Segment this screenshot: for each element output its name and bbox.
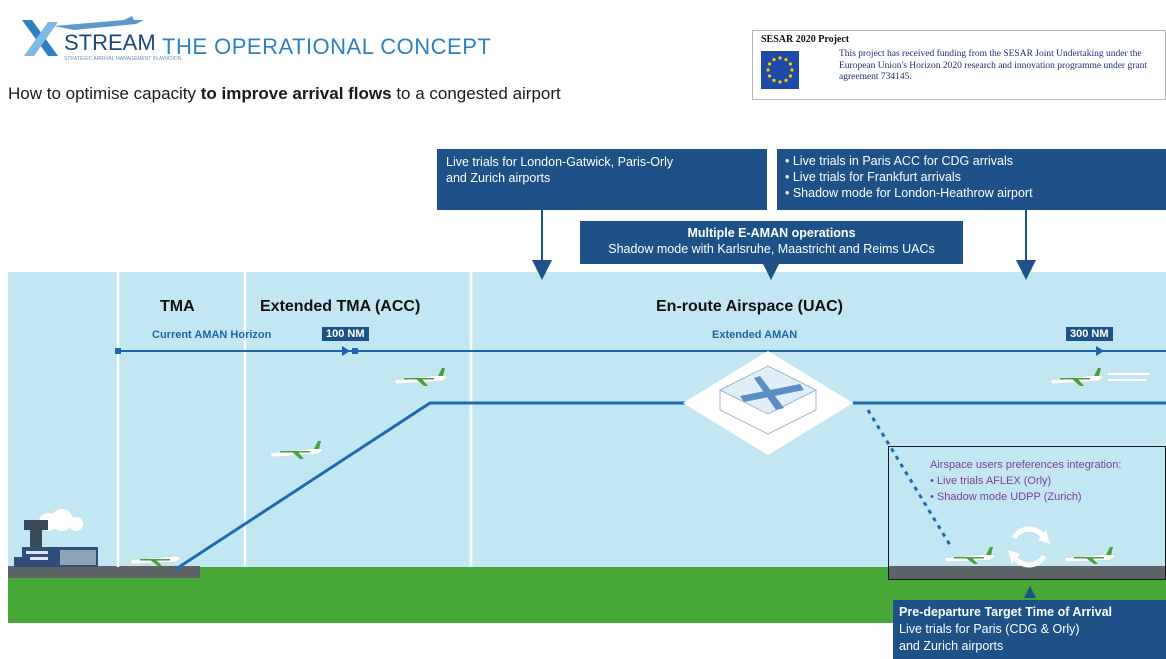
stream-logo-mark (22, 16, 144, 56)
preferences-item2: • Shadow mode UDPP (Zurich) (930, 491, 1082, 503)
plane-icon (129, 555, 183, 566)
sky-area (8, 272, 1166, 567)
callout-ptta: Pre-departure Target Time of Arrival Liv… (893, 600, 1166, 659)
horizon-start-marker (115, 348, 121, 354)
subtitle-bold: to improve arrival flows (200, 84, 392, 103)
funding-title: SESAR 2020 Project (761, 34, 850, 45)
preferences-title: Airspace users preferences integration: (930, 459, 1122, 471)
horizon-arrow-100nm (342, 346, 350, 356)
extended-horizon-label: Extended AMAN (712, 329, 798, 341)
arrow-ptta-up (1024, 586, 1036, 598)
callout-gatwick-line2: and Zurich airports (446, 171, 551, 185)
callout-cdg: • Live trials in Paris ACC for CDG arriv… (777, 149, 1166, 210)
runway-left (8, 566, 200, 578)
preferences-text: Airspace users preferences integration: … (930, 457, 1166, 505)
plane-icon (943, 547, 997, 564)
plane-icon (1049, 368, 1150, 386)
callout-ptta-line2: and Zurich airports (899, 639, 1004, 653)
horizon-100nm-marker (352, 348, 358, 354)
page-title: THE OPERATIONAL CONCEPT (162, 34, 492, 59)
stream-logo (14, 12, 154, 68)
callout-cdg-item2: • Live trials for Frankfurt arrivals (785, 170, 961, 184)
zone-label-tma: TMA (160, 298, 195, 315)
runway-right (889, 566, 1166, 580)
zone-label-extended-tma: Extended TMA (ACC) (260, 298, 421, 315)
funding-text: This project has received funding from t… (839, 49, 1147, 82)
callout-cdg-item1: • Live trials in Paris ACC for CDG arriv… (785, 154, 1014, 168)
horizon-arrow-300nm (1096, 346, 1104, 356)
e-aman-diamond (683, 351, 853, 455)
plane-icon (269, 441, 325, 459)
logo-text: STREAM (64, 30, 156, 55)
subtitle-post: to a congested airport (391, 84, 561, 103)
logo-subtext: STRATEGIC ARRIVAL MANAGEMENT IN AVIATION (64, 56, 182, 62)
callout-ptta-title: Pre-departure Target Time of Arrival (899, 605, 1113, 619)
flight-profile-left (175, 401, 690, 571)
nm-300-tag: 300 NM (1066, 327, 1113, 341)
callout-ptta-line1: Live trials for Paris (CDG & Orly) (899, 622, 1080, 636)
eu-stars-icon (766, 56, 794, 84)
funding-box: SESAR 2020 Project This project has rece… (752, 30, 1166, 100)
preferences-item1: • Live trials AFLEX (Orly) (930, 475, 1052, 487)
callout-gatwick: Live trials for London-Gatwick, Paris-Or… (437, 149, 767, 210)
plane-icon (1063, 547, 1117, 564)
swap-arrowhead-icon (1038, 530, 1050, 544)
subtitle-pre: How to optimise capacity (8, 84, 201, 103)
current-horizon-label: Current AMAN Horizon (152, 329, 272, 341)
eu-flag-icon (761, 51, 799, 89)
swap-arrowhead-icon (1008, 550, 1020, 564)
callout-eaman-title: Multiple E-AMAN operations (687, 226, 856, 240)
airport-terminal-icon (14, 509, 98, 567)
callout-eaman: Multiple E-AMAN operations Shadow mode w… (580, 221, 963, 264)
callout-gatwick-line1: Live trials for London-Gatwick, Paris-Or… (446, 155, 674, 169)
plane-icon (393, 368, 449, 386)
nm-100-tag: 100 NM (322, 327, 369, 341)
zone-label-enroute: En-route Airspace (UAC) (656, 298, 843, 315)
callout-eaman-text: Shadow mode with Karlsruhe, Maastricht a… (608, 242, 935, 256)
page-subtitle: How to optimise capacity to improve arri… (8, 84, 561, 104)
callout-cdg-item3: • Shadow mode for London-Heathrow airpor… (785, 186, 1033, 200)
swap-cycle-icon (1011, 526, 1047, 568)
